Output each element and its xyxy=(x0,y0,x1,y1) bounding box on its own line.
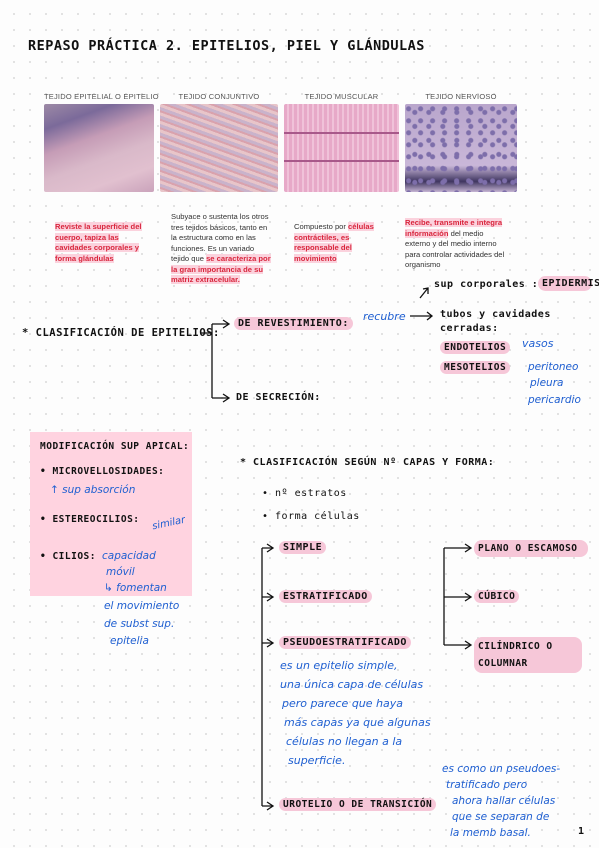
tissue-header-epitelial: TEJIDO EPITELIAL O EPITELIO xyxy=(44,92,159,101)
tissue-header-nervioso: TEJIDO NERVIOSO xyxy=(425,92,497,101)
urotelio-note-line: la memb basal. xyxy=(450,827,531,839)
urotelio-note-line: ahora hallar células xyxy=(452,795,556,807)
pseudoestratificado-label: PSEUDOESTRATIFICADO xyxy=(279,636,411,649)
epidermis-label: EPIDERMIS xyxy=(538,276,599,291)
vasos-note: vasos xyxy=(522,337,554,350)
estereocilios-label: • ESTEREOCILIOS: xyxy=(40,514,140,525)
cilios-note-line: de subst sup. xyxy=(104,618,175,630)
tubos-label: tubos y cavidades cerradas: xyxy=(440,309,551,334)
epithelial-tissue-image xyxy=(44,104,154,192)
simple-label: SIMPLE xyxy=(279,541,327,554)
recubre-note: recubre xyxy=(363,310,406,323)
tissue-header-conjuntivo: TEJIDO CONJUNTIVO xyxy=(178,92,260,101)
endotelios-label: ENDOTELIOS xyxy=(440,341,511,354)
clasif-capas-heading: * CLASIFICACIÓN SEGÚN Nº CAPAS Y FORMA: xyxy=(240,457,495,468)
tissue-desc-nervioso: Recibe, transmite e integra información … xyxy=(405,218,505,271)
cilios-label: • CILIOS: xyxy=(40,551,96,562)
pseudo-note-line: una única capa de células xyxy=(280,678,424,691)
pseudo-note-line: superficie. xyxy=(288,754,346,767)
muscle-band xyxy=(284,160,399,162)
cilios-note-line: móvil xyxy=(106,566,135,578)
pseudo-note-line: más capas ya que algunas xyxy=(284,716,431,729)
forma-celulas-bullet: • forma células xyxy=(262,511,360,522)
mod-apical-box xyxy=(30,432,192,596)
estratos-bullet: • nº estratos xyxy=(262,488,347,499)
plano-escamoso-label: PLANO O ESCAMOSO xyxy=(474,540,588,557)
tissue-desc-text: del medio externo y del medio interno pa… xyxy=(405,228,505,270)
tissue-desc-text: Subyace o sustenta los otros tres tejido… xyxy=(171,212,269,263)
clasif-epitelios-heading: * CLASIFICACIÓN DE EPITELIOS: xyxy=(22,327,220,339)
cilios-note-line: ↳ fomentan xyxy=(104,582,167,594)
pseudo-note-line: es un epitelio simple, xyxy=(280,659,398,672)
cilindrico-columnar-label: CILÍNDRICO O COLUMNAR xyxy=(474,637,582,673)
peritoneo-note: peritoneo xyxy=(528,361,579,373)
tissue-desc-text: Compuesto por xyxy=(294,222,346,231)
page-number: 1 xyxy=(578,826,585,837)
urotelio-note-line: tratificado pero xyxy=(446,779,528,791)
cilios-note-line: epitelia xyxy=(110,635,149,647)
sup-corporales-label: sup corporales : xyxy=(434,279,539,290)
pseudo-note-line: células no llegan a la xyxy=(286,735,403,748)
tissue-desc-conjuntivo: Subyace o sustenta los otros tres tejido… xyxy=(171,212,271,286)
tissue-desc-epitelial: Reviste la superficie del cuerpo, tapiza… xyxy=(55,222,150,264)
urotelio-note-line: que se separan de xyxy=(452,811,550,823)
nervous-tissue-image xyxy=(405,104,517,192)
cilios-note-line: capacidad xyxy=(102,550,156,562)
page-title: REPASO PRÁCTICA 2. EPITELIOS, PIEL Y GLÁ… xyxy=(28,38,425,54)
urotelio-note-line: es como un pseudoes- xyxy=(442,763,561,775)
mesotelios-label: MESOTELIOS xyxy=(440,361,511,374)
tissue-header-muscular: TEJIDO MUSCULAR xyxy=(304,92,379,101)
microvellosidades-label: • MICROVELLOSIDADES: xyxy=(40,466,165,477)
pericardio-note: pericardio xyxy=(528,394,581,406)
pleura-note: pleura xyxy=(530,377,564,389)
estratificado-label: ESTRATIFICADO xyxy=(279,590,372,603)
absorcion-note: ↑ sup absorción xyxy=(50,484,136,496)
tissue-desc-muscular: Compuesto por células contráctiles, es r… xyxy=(294,222,389,264)
urotelio-label: UROTELIO O DE TRANSICIÓN xyxy=(279,798,437,811)
cubico-label: CÚBICO xyxy=(474,590,520,603)
pseudo-note-line: pero parece que haya xyxy=(282,697,404,710)
connective-tissue-image xyxy=(160,104,278,192)
revestimiento-label: DE REVESTIMIENTO: xyxy=(234,317,353,330)
muscle-band xyxy=(284,132,399,134)
secrecion-label: DE SECRECIÓN: xyxy=(236,392,321,403)
mod-apical-heading: MODIFICACIÓN SUP APICAL: xyxy=(40,441,190,452)
cilios-note-line: el movimiento xyxy=(104,600,180,612)
muscle-tissue-image xyxy=(284,104,399,192)
